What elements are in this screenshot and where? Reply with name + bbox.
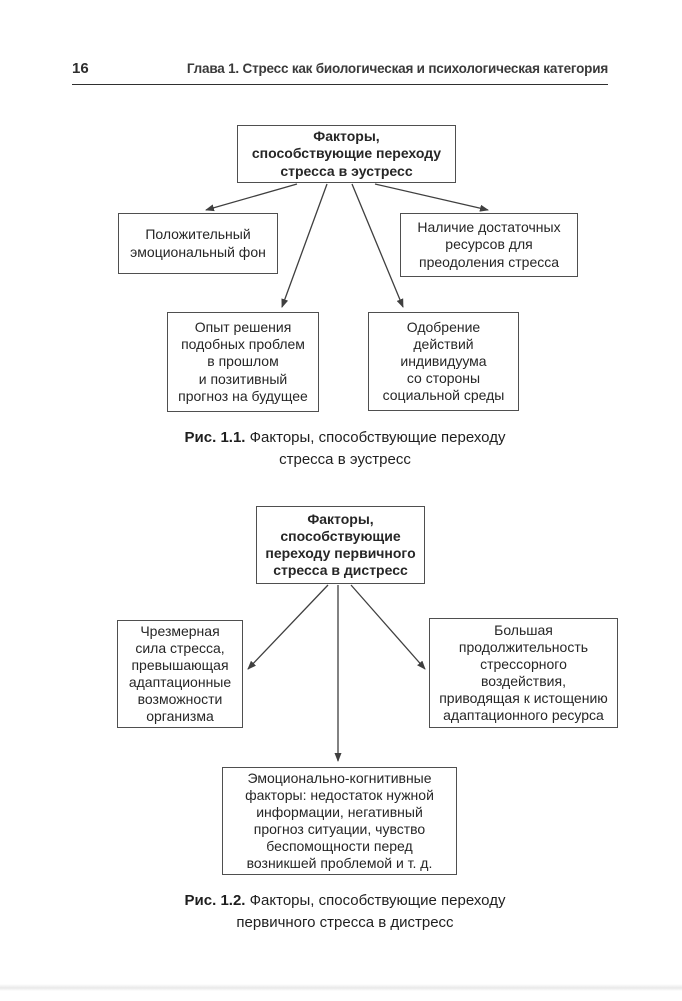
flow-box-eustress-title: Факторы, способствующие переходу стресса… [237,125,456,183]
flow-box-cognitive-factors: Эмоционально-когнитивные факторы: недост… [222,767,457,875]
figure-caption-2-label: Рис. 1.2. [184,892,246,909]
arrow-d1-top-to-left [205,183,298,212]
arrow-d2-top-to-left [247,584,329,670]
page-header: 16 Глава 1. Стресс как биологическая и п… [72,60,608,85]
running-head: Глава 1. Стресс как биологическая и псих… [186,61,608,76]
page-number: 16 [72,60,89,77]
figure-caption-1-label: Рис. 1.1. [184,429,246,446]
arrow-d1-top-to-midright [351,183,404,308]
figure-caption-2: Рис. 1.2. Факторы, способствующие перехо… [95,890,595,934]
arrow-d1-top-to-midleft [281,183,328,308]
flow-box-positive-background: Положительный эмоциональный фон [118,213,278,274]
figure-caption-1-text: Факторы, способствующие переходу стресса… [249,429,506,468]
scan-artifact [0,984,682,991]
figure-caption-2-text: Факторы, способствующие переходу первичн… [236,892,506,931]
figure-caption-1: Рис. 1.1. Факторы, способствующие перехо… [95,427,595,471]
flow-box-past-experience: Опыт решения подобных проблем в прошлом … [167,312,319,412]
flow-box-distress-title: Факторы, способствующие переходу первичн… [256,506,425,584]
flow-box-long-duration: Большая продолжительность стрессорного в… [429,618,618,728]
arrow-d1-top-to-right [374,183,489,212]
flow-box-social-approval: Одобрение действий индивидуума со сторон… [368,312,519,411]
flow-box-sufficient-resources: Наличие достаточных ресурсов для преодол… [400,213,578,277]
arrow-d2-top-to-right [350,584,426,670]
flow-box-excessive-stress: Чрезмерная сила стресса, превышающая ада… [117,620,243,728]
